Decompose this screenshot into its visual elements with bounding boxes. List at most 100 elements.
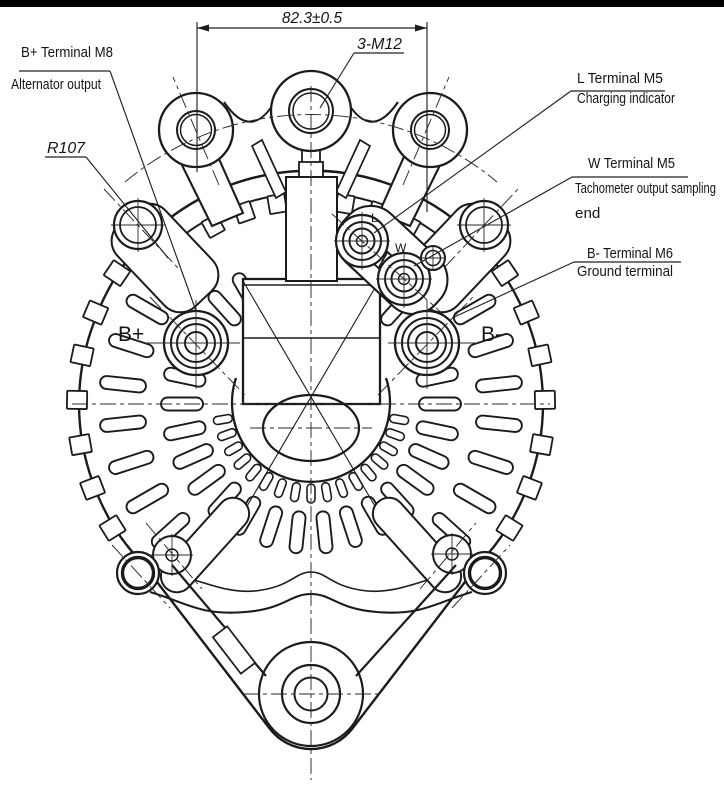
vent-slot-mini [360,463,377,482]
vent-slot [172,443,214,470]
vent-slot [163,420,207,442]
vent-slot [467,449,514,475]
callout-b-plus: B+ Terminal M8 Alternator output [11,44,197,312]
b-minus-mark: B- [481,323,502,346]
vent-slot-mini [320,481,333,503]
vent-slot-mini [245,463,262,482]
l-leader [373,90,572,234]
fin-tooth [68,433,93,456]
w-terminal-letter: W [395,241,407,255]
edge-fins-left [65,259,131,542]
vent-slot [315,510,334,555]
thread-leader [319,52,355,109]
bolt-lower-right-ring [467,555,503,591]
ear-right [391,91,469,169]
vent-slot-mini [212,413,234,426]
center-column-block [285,176,338,282]
vent-slot [338,505,363,548]
washer-lr-radial [419,522,477,590]
fin-tooth [491,259,519,287]
hub-block [230,277,392,514]
thread-callout-text: 3-M12 [357,36,402,53]
arm-inner-right [355,564,457,677]
l-desc: Charging indicator [577,90,675,107]
fin-tooth [69,343,95,367]
w-title: W Terminal M5 [588,155,675,172]
ear-left-hole-rim [176,110,216,150]
b-plus-desc: Alternator output [11,76,102,93]
ear-right-radial [402,76,450,186]
bolt-ll-radial [111,544,171,609]
vent-slot [187,463,226,496]
regulator-block [241,277,382,406]
vent-slot [475,414,523,433]
vent-slot [408,443,450,470]
radius-leader [85,156,169,259]
bolt-circle-arc [124,114,498,183]
ear-right-hole [413,113,447,147]
fin-tooth [65,389,89,410]
edge-fins-right [491,259,557,542]
lw-axis [331,213,446,317]
fin-tooth [495,514,524,542]
callout-w-terminal: W Terminal M5 Tachometer output sampling… [413,155,716,267]
dim-width-text: 82.3±0.5 [282,10,343,27]
vent-slot-mini [370,453,389,470]
fin-tooth [103,259,131,287]
vent-slot-mini [334,478,349,499]
vent-slot [125,482,170,515]
l-terminal-letter: L [371,211,378,225]
callout-radius: R107 [45,140,169,259]
ear-left-hole [179,113,213,147]
centerlines [72,76,550,780]
top-border-bar [0,0,724,7]
vent-slot-mini [233,453,252,470]
callout-b-minus: B- Terminal M6 Ground terminal [451,245,681,319]
vent-slot-mini [216,427,237,442]
vent-slot [125,293,170,326]
callout-l-terminal: L Terminal M5 Charging indicator [373,70,675,234]
vent-slot [415,420,459,442]
fin-tooth [527,343,553,367]
vent-slot-mini [223,441,244,457]
w-desc-line2: end [575,205,600,222]
l-title: L Terminal M5 [577,70,663,87]
fin-tooth [516,475,543,501]
vent-slot [452,482,497,515]
b-plus-leader [109,70,197,312]
vent-slot [475,375,523,394]
w-desc-line1: Tachometer output sampling [575,180,716,197]
b-minus-leader [451,261,575,319]
vent-slot [396,463,435,496]
bolt-lr-radial [451,544,511,609]
vent-slot [99,414,147,433]
vent-slot-ring-mini [212,413,410,504]
b-minus-desc: Ground terminal [577,263,673,280]
arrow-right [415,24,427,32]
callout-thread: 3-M12 [319,36,404,109]
b-plus-title: B+ Terminal M8 [21,44,113,61]
fin-tooth [529,433,554,456]
fin-tooth [79,475,106,501]
bolt-lower-left-ring [120,555,156,591]
vent-slot-mini [289,481,302,503]
b-plus-mark: B+ [118,323,144,346]
fin-tooth [533,389,557,410]
arrow-left [197,24,209,32]
ear-right-hole-rim [410,110,450,150]
ear-center [269,69,353,153]
washer-ll-radial [145,522,203,590]
vent-slot [108,449,155,475]
vent-slot-mini [273,478,288,499]
radius-text: R107 [47,140,86,157]
fin-tooth [98,514,127,542]
vent-slot-mini [388,413,410,426]
fin-tooth [82,299,109,326]
vent-slot [108,333,155,359]
vent-slot-mini [385,427,406,442]
vent-slot [259,505,284,548]
arm-detail-plate [211,625,257,675]
vent-slot [99,375,147,394]
